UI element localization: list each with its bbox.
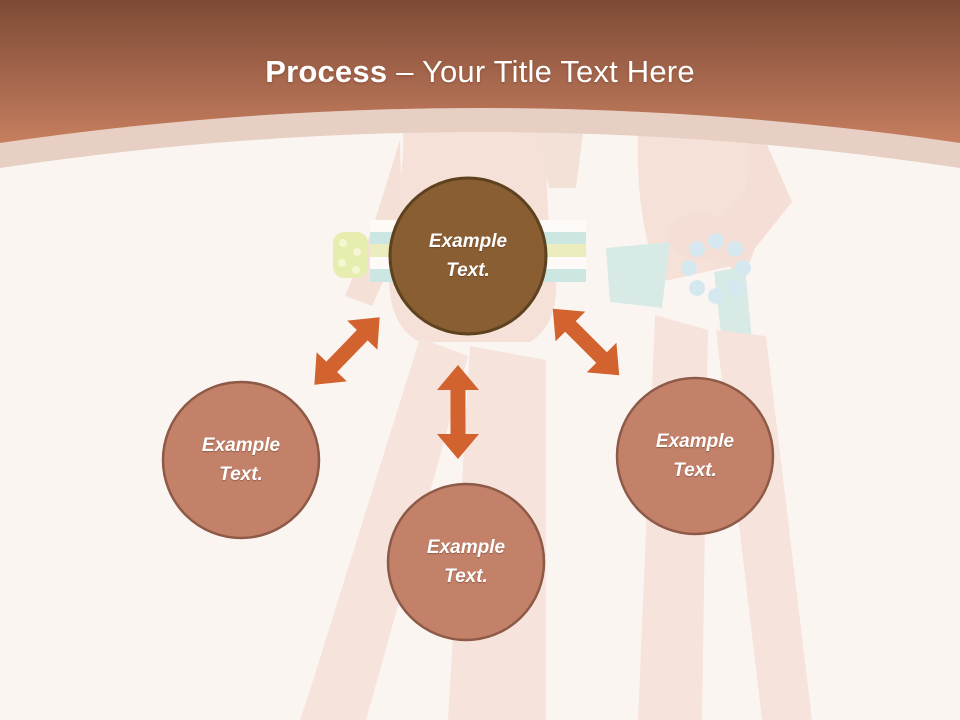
title-regular-text: – Your Title Text Here <box>396 54 695 89</box>
title-bold-text: Process <box>265 54 388 89</box>
process-node-top-shape <box>388 176 548 336</box>
process-node-right-shape <box>615 376 775 536</box>
page-title: Process– Your Title Text Here <box>0 54 960 90</box>
header-curve-main <box>0 0 960 143</box>
header-curve <box>0 0 960 168</box>
connector-arrow-top-to-left <box>314 317 380 385</box>
header-curve-band <box>0 108 960 168</box>
process-node-left-shape <box>161 380 321 540</box>
connector-arrow-top-to-right <box>552 308 620 376</box>
process-node-bottom-shape <box>386 482 546 642</box>
connector-arrow-top-to-bottom <box>437 365 479 459</box>
